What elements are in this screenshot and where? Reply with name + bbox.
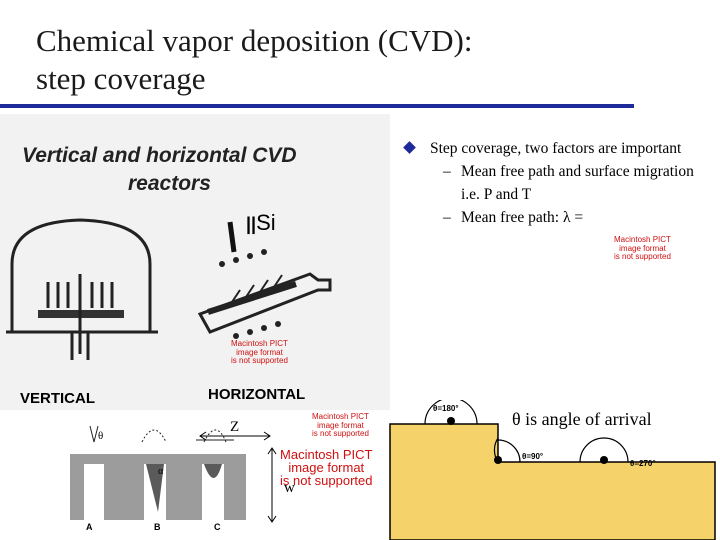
label-a: A xyxy=(86,522,93,532)
pict-placeholder-formula: Macintosh PICT image format is not suppo… xyxy=(614,235,671,261)
label-w: w xyxy=(284,480,295,496)
reactor-drawing xyxy=(6,218,332,360)
angle-180-label: θ=180° xyxy=(433,404,459,413)
arrival-diagram xyxy=(389,400,716,540)
dash-icon: – xyxy=(443,209,451,226)
si-label: ||Si xyxy=(246,210,276,235)
label-horizontal: HORIZONTAL xyxy=(208,386,306,403)
diamond-bullet-icon xyxy=(403,141,416,154)
dimension-arrows xyxy=(199,431,277,523)
bullet-list: Step coverage, two factors are important… xyxy=(403,137,705,229)
pict-placeholder-reactor: Macintosh PICT image format is not suppo… xyxy=(231,339,288,365)
dash-icon: – xyxy=(443,163,451,180)
label-z: Z xyxy=(230,419,240,435)
theta-label-a: θ xyxy=(98,430,104,442)
alpha-label-b: α xyxy=(158,466,164,477)
theta-arrival-text: θ is angle of arrival xyxy=(512,409,652,429)
title-underline xyxy=(0,104,634,108)
sub-bullet-1: – Mean free path and surface migration i… xyxy=(443,160,705,206)
bullet-item-main: Step coverage, two factors are important xyxy=(403,137,705,160)
angle-270-label: θ=270° xyxy=(630,459,656,468)
trench-drawing xyxy=(70,425,246,520)
title-line-2: step coverage xyxy=(36,61,206,96)
reactor-heading-line-2: reactors xyxy=(128,172,211,195)
angle-90-label: θ=90° xyxy=(522,452,544,461)
label-c: C xyxy=(214,522,221,532)
label-vertical: VERTICAL xyxy=(20,390,95,407)
bullet-main-text: Step coverage, two factors are important xyxy=(430,140,682,157)
step-figure: θ α A B C xyxy=(62,412,252,536)
title-line-1: Chemical vapor deposition (CVD): xyxy=(36,23,473,58)
reactor-figure: Vertical and horizontal CVD reactors ||S… xyxy=(0,114,390,410)
reactor-heading-line-1: Vertical and horizontal CVD xyxy=(22,144,297,167)
label-b: B xyxy=(154,522,161,532)
sub-bullet-1-text: Mean free path and surface migration i.e… xyxy=(461,163,694,203)
si-text: Si xyxy=(256,210,276,235)
pict-placeholder-2: Macintosh PICT image format is not suppo… xyxy=(280,447,373,488)
slide-title: Chemical vapor deposition (CVD): step co… xyxy=(36,22,473,98)
pict-placeholder-1: Macintosh PICT image format is not suppo… xyxy=(312,412,369,438)
sub-bullet-2-text: Mean free path: λ = xyxy=(461,209,584,226)
sub-bullet-2: – Mean free path: λ = xyxy=(443,206,705,229)
